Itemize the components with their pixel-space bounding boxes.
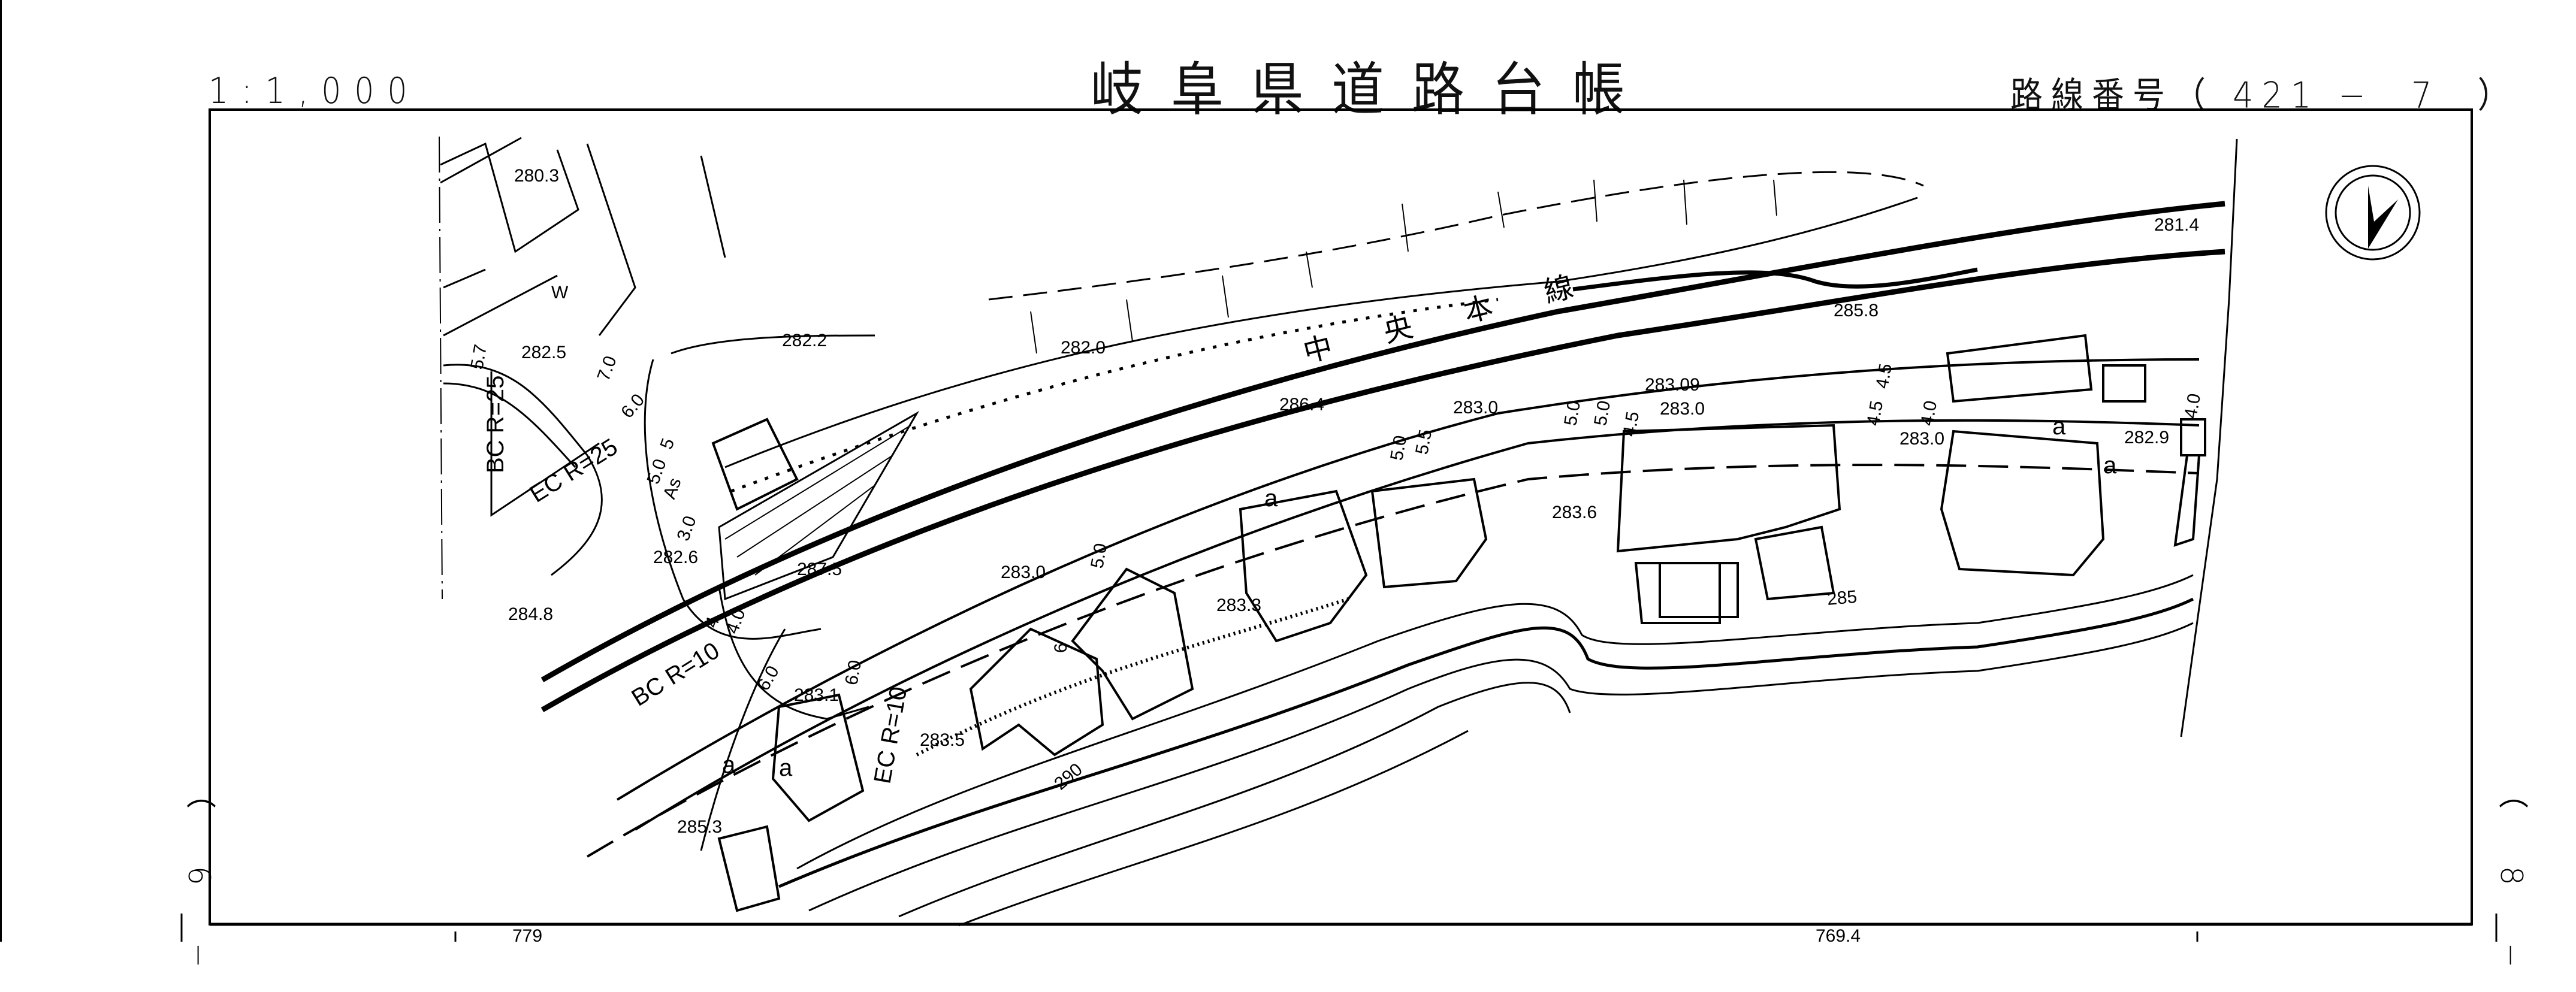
sheet-edge xyxy=(0,0,2,942)
page-title: 岐阜県道路台帳 xyxy=(1091,55,1653,124)
width-label: 4.0 xyxy=(2181,392,2204,420)
elevation-label: 283.0 xyxy=(1660,399,1705,419)
curve-label: EC R=25 xyxy=(525,434,622,508)
retaining-wall-mesh xyxy=(718,410,920,601)
intersection-curves xyxy=(443,334,875,851)
elevation-label: 284.8 xyxy=(508,604,553,624)
width-label: 5.0 xyxy=(1387,434,1411,462)
width-label: 5.0 xyxy=(1087,542,1111,570)
contour-label: 290 xyxy=(1050,760,1086,794)
bottom-number: 779 xyxy=(512,926,542,942)
width-label: 7.0 xyxy=(594,353,621,383)
north-arrow-icon xyxy=(2325,165,2421,261)
width-label: 6.0 xyxy=(753,663,783,694)
elevation-label: 282.9 xyxy=(2124,428,2169,447)
width-label: 4.0 xyxy=(1917,399,1941,427)
elevation-label: 287.5 xyxy=(797,559,842,579)
elevation-label: 283.09 xyxy=(1645,375,1700,395)
contour-label: 285 xyxy=(1826,587,1858,609)
railway-chuo-line xyxy=(540,201,2225,712)
elevation-label: 280.3 xyxy=(514,166,559,186)
elevation-label: 282.0 xyxy=(1061,338,1106,358)
buildings xyxy=(711,334,2206,912)
parcel-lines xyxy=(440,137,726,337)
elevation-label: 283.1 xyxy=(794,685,839,705)
elevation-label: 283.0 xyxy=(1001,562,1046,582)
width-label: 6.0 xyxy=(617,390,648,422)
route-mark: a xyxy=(2052,413,2066,440)
elevation-label: 283.3 xyxy=(1216,595,1261,615)
width-label: 5.5 xyxy=(1412,428,1436,456)
width-label: 5 xyxy=(657,435,679,452)
elevation-label: 285.8 xyxy=(1834,301,1879,320)
surface-label: W xyxy=(551,283,569,303)
bottom-number: 769.4 xyxy=(1816,926,1861,942)
elevation-label: 282.6 xyxy=(653,548,698,567)
width-label: 6 xyxy=(1051,643,1071,653)
width-label: 4.0 xyxy=(723,606,750,636)
route-mark: a xyxy=(779,755,793,781)
curve-label: BC R=25 xyxy=(482,376,509,473)
route-mark: a xyxy=(722,752,736,778)
road-edges xyxy=(586,358,2200,858)
elevation-label: 281.4 xyxy=(2154,215,2199,235)
elevation-label: 286.4 xyxy=(1279,395,1324,415)
width-label: 5.0 xyxy=(1560,399,1584,427)
route-mark: a xyxy=(2103,452,2117,479)
elevation-label: 282.2 xyxy=(782,331,827,350)
width-label: 3.0 xyxy=(674,513,700,543)
width-label: 6.0 xyxy=(841,658,865,686)
elevation-label: 283.0 xyxy=(1899,429,1944,449)
elevation-label: 282.5 xyxy=(521,343,566,362)
map-boundary-left xyxy=(439,136,443,600)
road-map: 中央本線 280.3 282.5 282.2 282.0 286.4 285.8… xyxy=(180,108,2498,942)
contour-lines xyxy=(778,574,2194,927)
map-frame xyxy=(209,108,2473,926)
elevation-label: 285.3 xyxy=(677,817,722,837)
map-boundary-right xyxy=(2180,138,2238,737)
elevation-label: 283.0 xyxy=(1453,398,1498,418)
curve-label: BC R=10 xyxy=(627,637,724,712)
elevation-label: 283.6 xyxy=(1552,503,1597,522)
width-label: 5.7 xyxy=(467,343,491,371)
railway-label: 中央本線 xyxy=(1300,257,1629,370)
curve-label: EC R=10 xyxy=(869,685,913,786)
width-label: 4.5 xyxy=(1863,399,1887,427)
map-scale: 1:1,000 xyxy=(209,71,421,112)
elevation-label: 283.5 xyxy=(920,730,965,750)
embankment-upper xyxy=(724,171,1924,493)
slope-hachures xyxy=(1030,179,1777,354)
width-label: 4.5 xyxy=(1619,410,1643,438)
route-mark: a xyxy=(1264,485,1278,512)
width-label: 4.5 xyxy=(1872,362,1896,390)
width-label: 5.0 xyxy=(1590,399,1614,427)
